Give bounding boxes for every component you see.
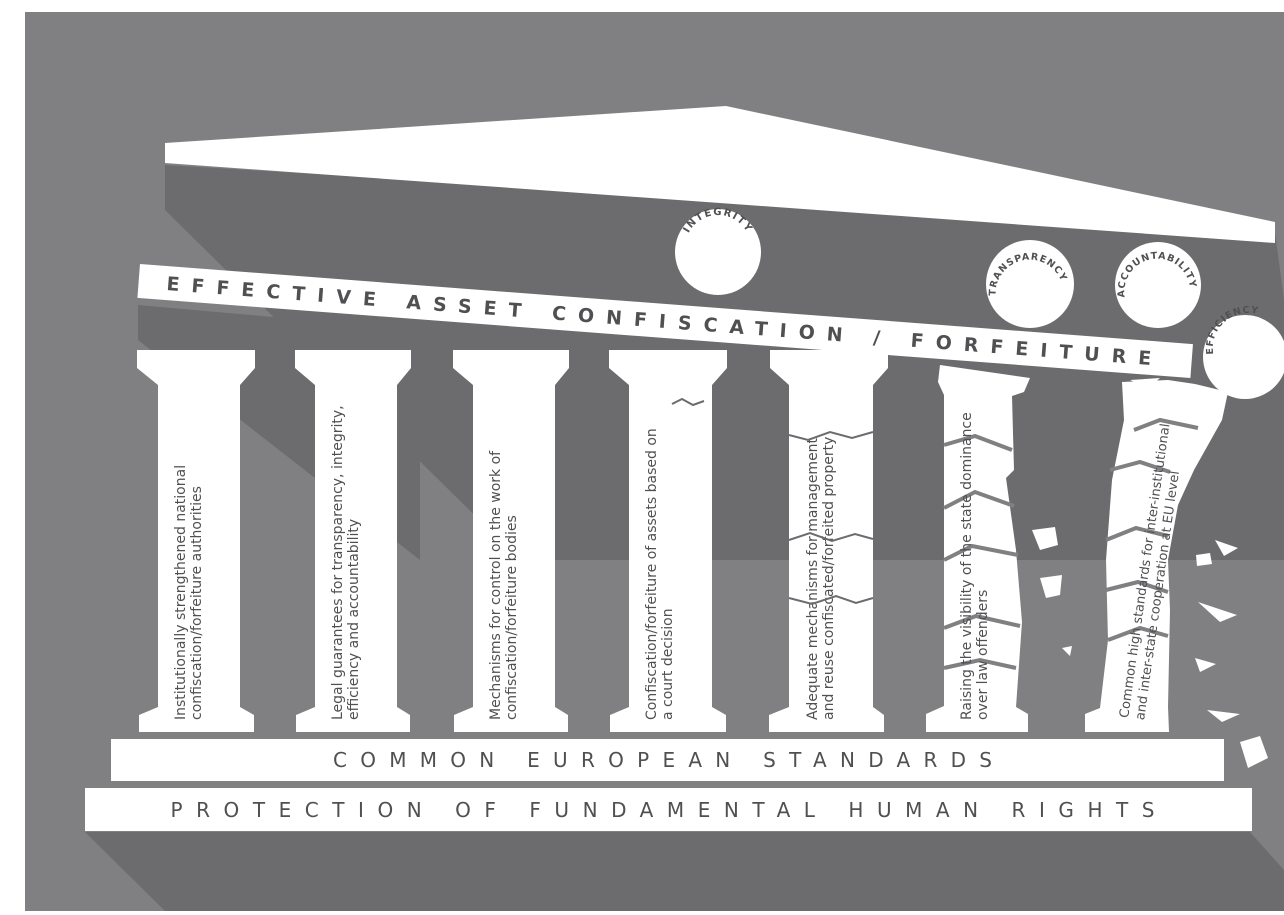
pillar-3-line-1: Mechanisms for control on the work of <box>488 450 504 720</box>
pillar-4-line-2: a court decision <box>660 608 676 720</box>
svg-text:Mechanisms for control on the: Mechanisms for control on the work of co… <box>488 446 520 720</box>
base-upper-step <box>111 739 1224 781</box>
pillar-4: Confiscation/forfeiture of assets based … <box>609 350 727 732</box>
pillar-5-crack-3 <box>788 594 874 606</box>
base-shadow <box>85 832 1284 911</box>
svg-text:Legal guarantees for transpare: Legal guarantees for transparency, integ… <box>330 401 362 720</box>
pillar-2-line-2: efficiency and accountability <box>346 519 362 720</box>
pillar-7-fracture <box>1105 417 1199 642</box>
pillar-5: Adequate mechanisms for management and r… <box>769 350 888 732</box>
debris <box>1032 378 1268 768</box>
base-lower-label: PROTECTION OF FUNDAMENTAL HUMAN RIGHTS <box>171 798 1166 822</box>
svg-text:Confiscation/forfeiture of ass: Confiscation/forfeiture of assets based … <box>644 424 676 720</box>
pillar-1-line-2: confiscation/forfeiture authorities <box>189 486 205 720</box>
svg-text:Adequate mechanisms for manage: Adequate mechanisms for management and r… <box>805 434 837 721</box>
roof-pediment <box>165 106 1275 243</box>
pillar-6: Raising the visibility of the state domi… <box>926 365 1030 732</box>
pillar-6-line-2: over law offenders <box>975 590 991 720</box>
pillar-3: Mechanisms for control on the work of co… <box>453 350 569 732</box>
pillar-7: Common high standards for inter-institut… <box>1085 380 1228 732</box>
pillar-5-crack-2 <box>788 531 874 543</box>
pillar-2-line-1: Legal guarantees for transparency, integ… <box>330 405 346 720</box>
base-lower-step <box>85 788 1252 831</box>
pillar-4-line-1: Confiscation/forfeiture of assets based … <box>644 428 660 720</box>
pillar-1-line-1: Institutionally strengthened national <box>173 465 189 720</box>
svg-text:Raising the visibility of the: Raising the visibility of the state domi… <box>959 408 991 720</box>
pillar-3-line-2: confiscation/forfeiture bodies <box>504 515 520 720</box>
svg-text:Institutionally strengthened n: Institutionally strengthened national co… <box>173 460 205 720</box>
pillar-6-line-1: Raising the visibility of the state domi… <box>959 412 975 720</box>
pillar-5-line-2: and reuse confiscated/forfeited property <box>821 437 837 720</box>
pillar-1: Institutionally strengthened national co… <box>137 350 255 732</box>
pillar-2: Legal guarantees for transparency, integ… <box>295 350 411 732</box>
pillar-4-crack <box>671 397 705 407</box>
base-upper-label: COMMON EUROPEAN STANDARDS <box>333 748 1003 772</box>
pillar-6-fracture <box>943 433 1021 670</box>
pillar-5-crack-1 <box>788 430 874 442</box>
accountability-medallion: ACCOUNTABILITY <box>1115 242 1201 328</box>
pillar-5-line-1: Adequate mechanisms for management <box>805 437 821 720</box>
transparency-medallion: TRANSPARENCY <box>986 240 1074 328</box>
